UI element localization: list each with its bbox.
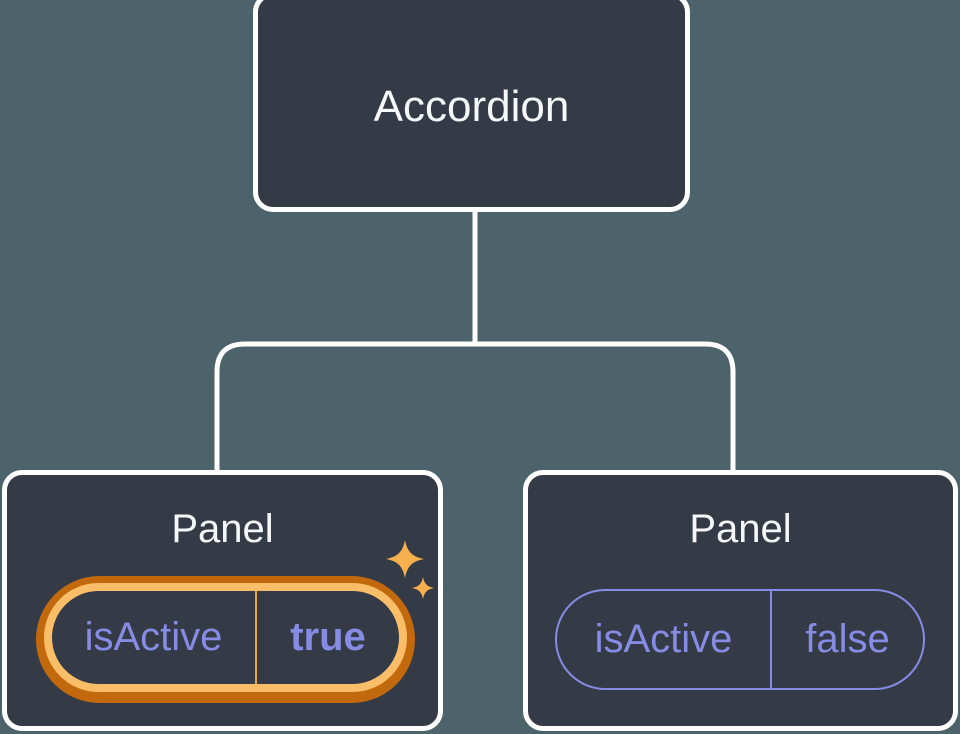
node-panel-title: Panel [689,507,792,551]
sparkles-icon [386,540,434,599]
node-panel-active: Panel isActive true [2,470,443,731]
state-pill-highlighted: isActive true [36,576,415,703]
state-key-label: isActive [594,617,733,661]
state-pill-body: isActive true [52,591,399,684]
state-pill: isActive false [555,589,925,690]
pill-divider [255,591,257,684]
state-value-label: true [290,615,366,659]
state-value-label: false [805,617,890,661]
node-accordion: Accordion [253,0,690,212]
state-key-label: isActive [84,615,223,659]
state-pill-gold-ring: isActive true [44,583,407,692]
node-accordion-title: Accordion [373,82,570,131]
pill-divider [770,591,772,688]
node-panel-inactive: Panel isActive false [523,470,958,731]
node-panel-title: Panel [171,507,274,551]
